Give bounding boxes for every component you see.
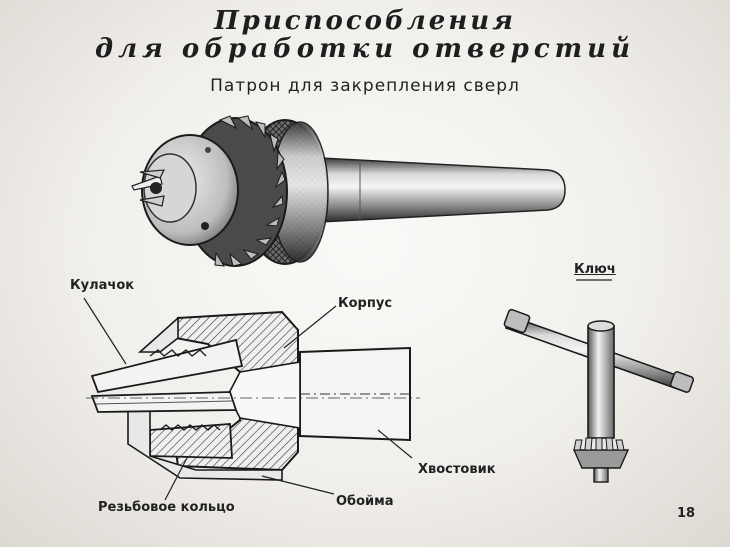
label-key: Ключ xyxy=(574,262,616,277)
chuck-key xyxy=(503,308,695,483)
leader-lines xyxy=(83,279,612,501)
page-number: 18 xyxy=(677,506,696,521)
label-body: Корпус xyxy=(338,296,393,311)
chuck-illustration xyxy=(131,115,566,267)
chuck-section xyxy=(86,310,420,481)
title-line-2: для обработки отверстий xyxy=(95,34,635,64)
title-line-1: Приспособления xyxy=(214,6,516,36)
label-jaw: Кулачок xyxy=(70,278,135,293)
label-threaded-ring: Резьбовое кольцо xyxy=(98,500,235,515)
label-shank: Хвостовик xyxy=(418,462,496,477)
subtitle: Патрон для закрепления сверл xyxy=(210,76,520,96)
label-cage: Обойма xyxy=(336,494,394,509)
